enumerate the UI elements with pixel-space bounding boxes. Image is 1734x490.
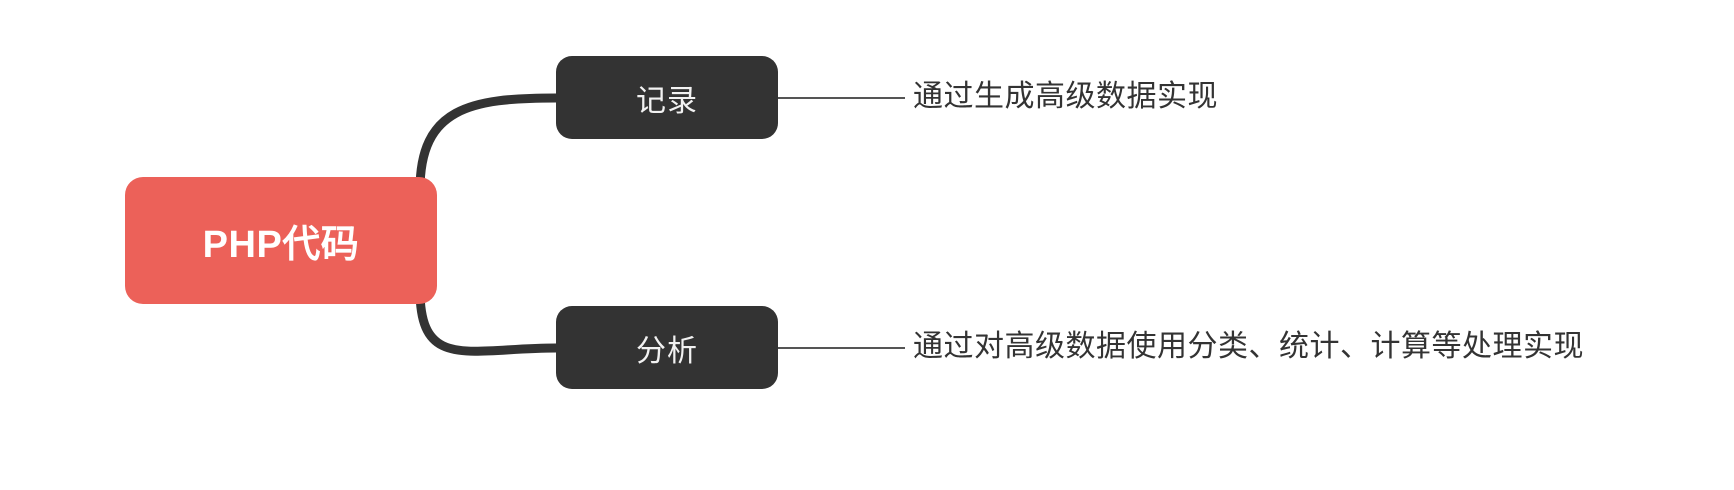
branch-node-label: 记录 (636, 84, 698, 118)
root-node-label: PHP代码 (202, 224, 360, 266)
branch-curve-bottom (415, 285, 561, 356)
branch-node-analyze[interactable]: 分析 (556, 306, 778, 389)
root-node-php-code[interactable]: PHP代码 (125, 177, 437, 304)
branch-curve-top (415, 93, 561, 195)
leaf-description-analyze: 通过对高级数据使用分类、统计、计算等处理实现 (913, 330, 1584, 363)
branch-node-label: 分析 (636, 334, 698, 368)
branch-node-record[interactable]: 记录 (556, 56, 778, 139)
leaf-description-record: 通过生成高级数据实现 (913, 80, 1218, 113)
